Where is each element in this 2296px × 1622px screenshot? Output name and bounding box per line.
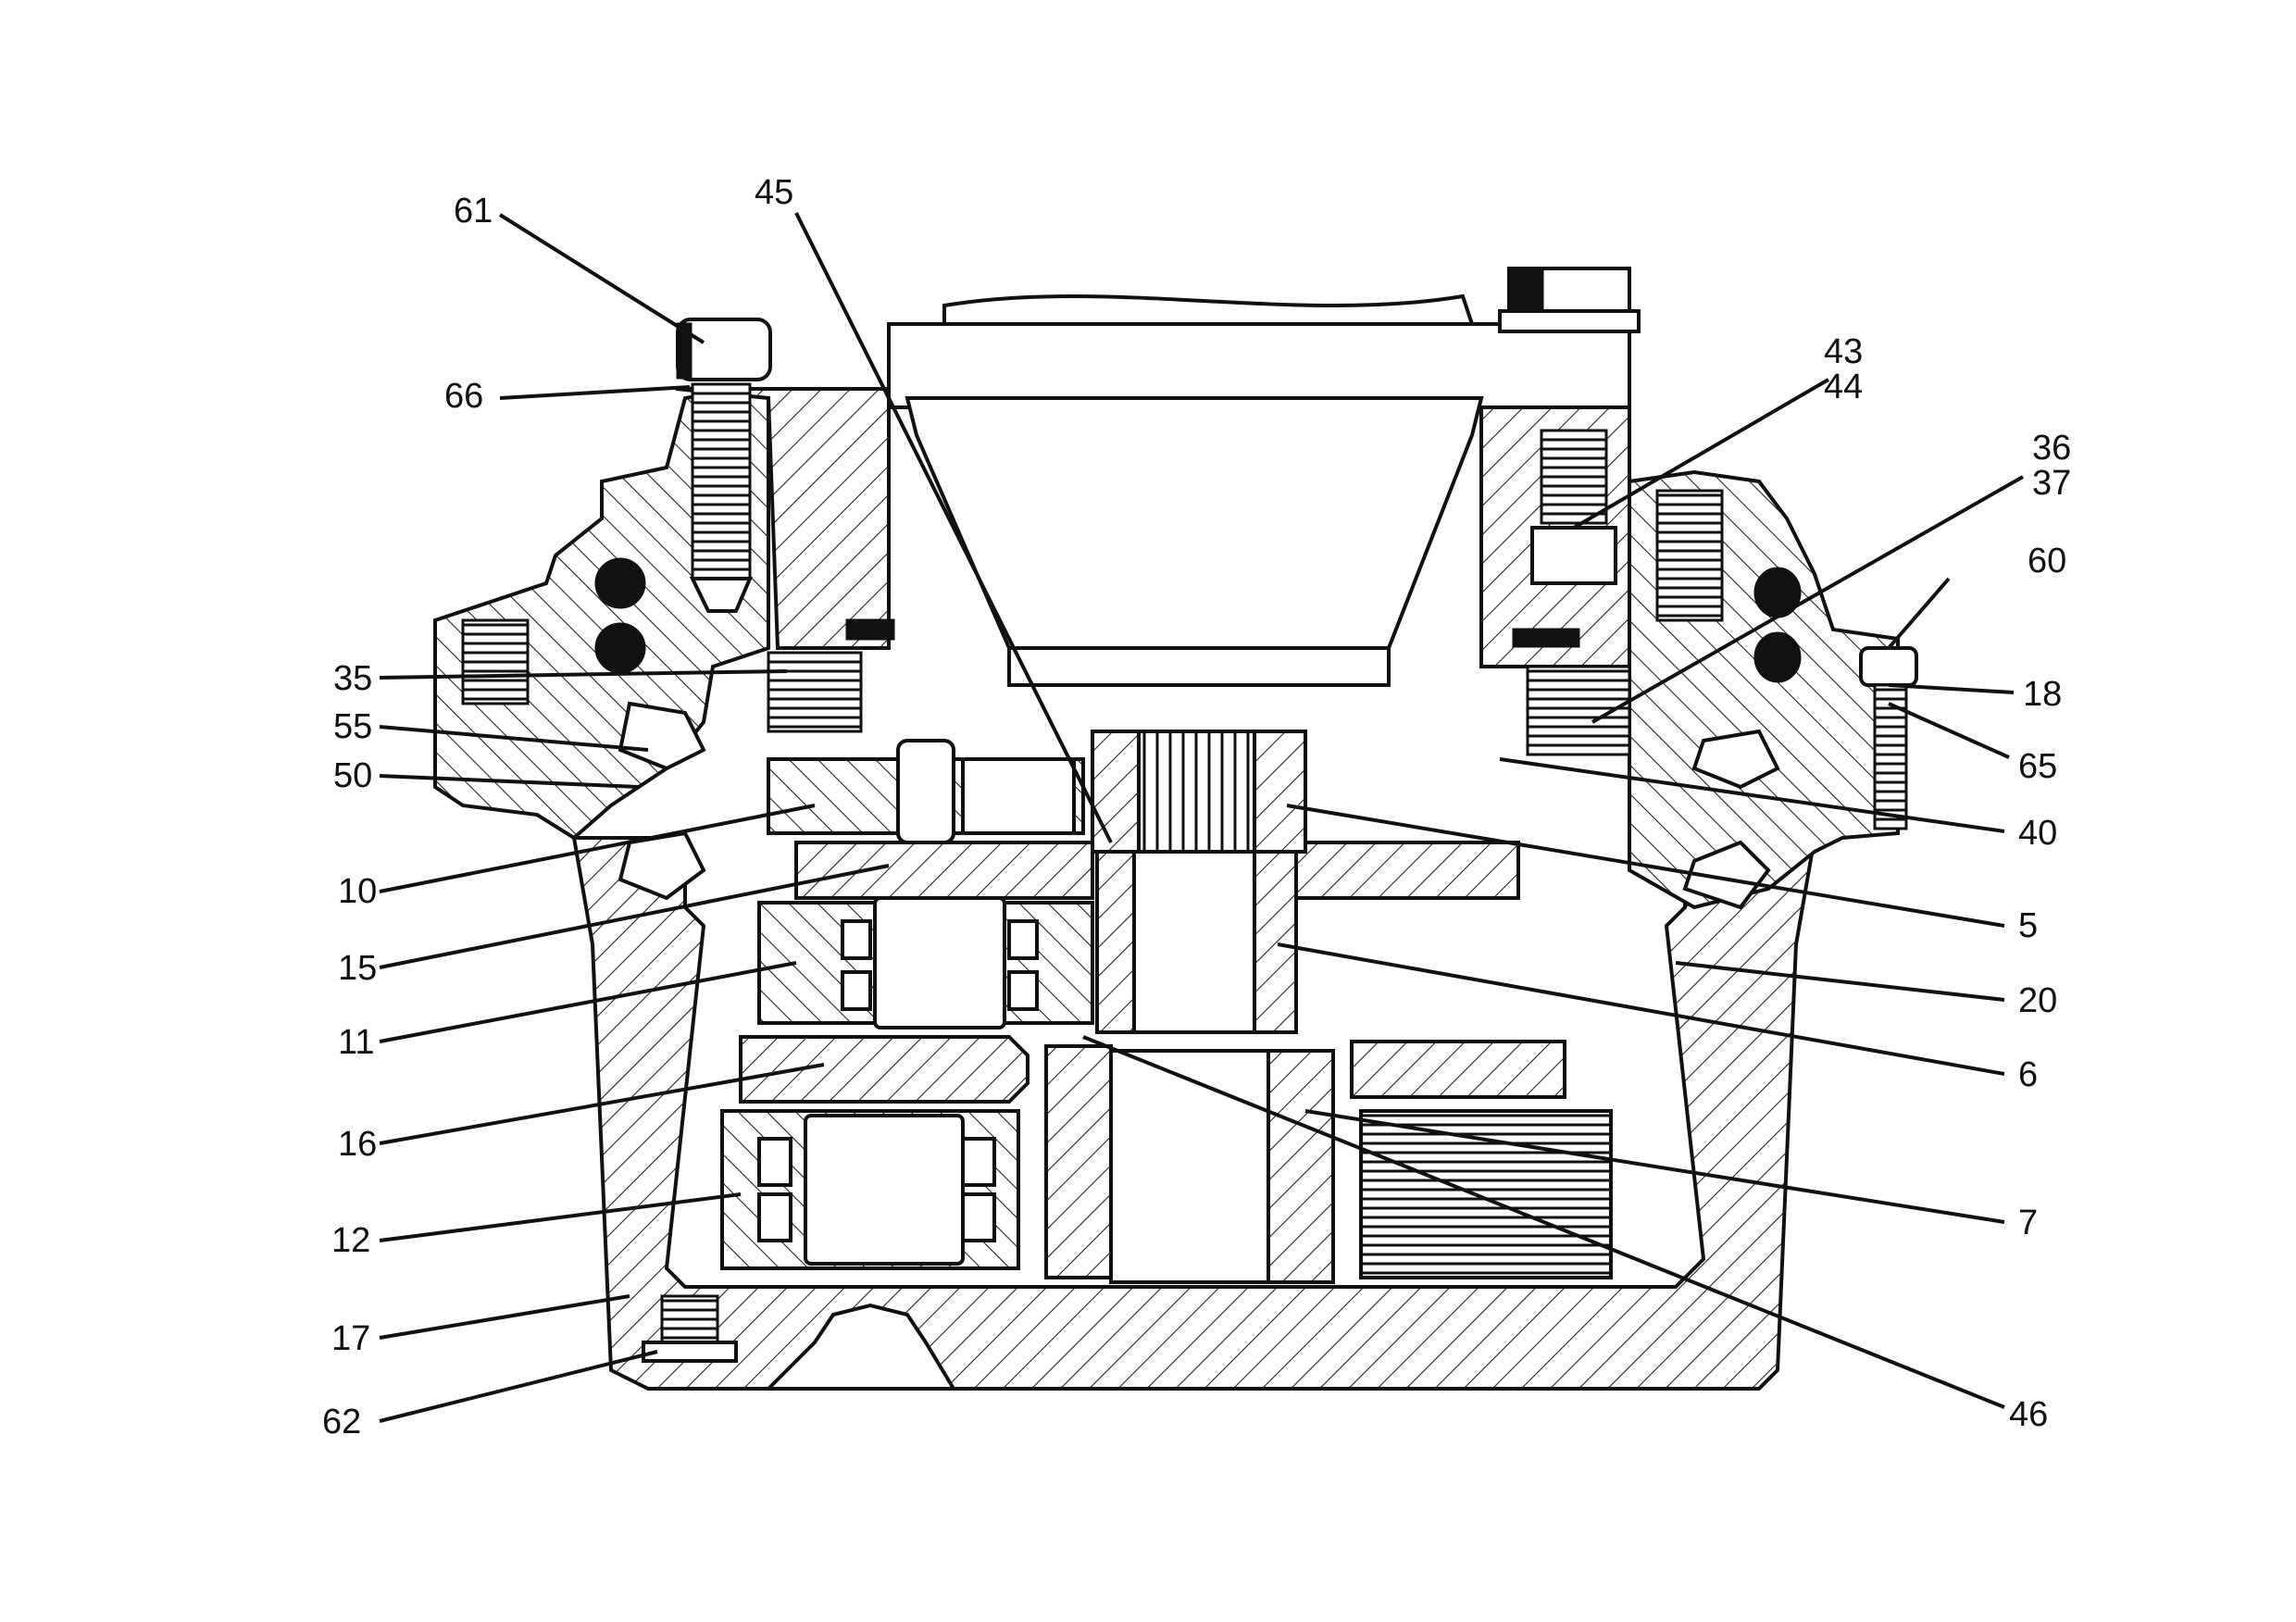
planet-stage-2 (739, 896, 1094, 1104)
right-fasteners (1512, 429, 1918, 910)
drain-plug (642, 1294, 738, 1363)
callout-5: 5 (2018, 906, 2038, 945)
callout-15: 15 (338, 949, 377, 988)
callout-16: 16 (338, 1125, 377, 1164)
callout-10: 10 (338, 872, 377, 911)
callout-labels: 61 66 45 43 44 36 37 60 18 65 35 55 50 1… (322, 173, 2071, 1441)
brake-disc-packs (767, 618, 1631, 756)
callout-44: 44 (1824, 368, 1863, 406)
callout-60: 60 (2028, 542, 2066, 580)
callout-17: 17 (331, 1319, 370, 1358)
callout-40: 40 (2018, 814, 2057, 853)
leader-lines (379, 212, 2024, 1423)
callout-6: 6 (2018, 1055, 2038, 1094)
callout-45: 45 (755, 173, 793, 212)
callout-12: 12 (331, 1221, 370, 1260)
callout-50: 50 (333, 756, 372, 795)
callout-18: 18 (2023, 675, 2062, 714)
callout-55: 55 (333, 707, 372, 746)
callout-43: 43 (1824, 332, 1863, 371)
callout-7: 7 (2018, 1204, 2038, 1242)
callout-35: 35 (333, 659, 372, 698)
callout-61: 61 (454, 192, 493, 231)
left-tapered-bearings (461, 557, 706, 901)
callout-11: 11 (338, 1023, 374, 1062)
callout-66: 66 (444, 377, 483, 416)
sun-gear-shaft (1091, 730, 1307, 1034)
callout-46: 46 (2009, 1395, 2048, 1434)
callout-62: 62 (322, 1403, 361, 1441)
callout-37: 37 (2032, 464, 2071, 503)
planet-stage-3 (720, 1040, 1613, 1284)
callout-65: 65 (2018, 747, 2057, 786)
top-bolt-left (676, 318, 772, 613)
callout-20: 20 (2018, 981, 2057, 1020)
callout-36: 36 (2032, 429, 2071, 468)
planet-stage-1 (767, 739, 1520, 900)
